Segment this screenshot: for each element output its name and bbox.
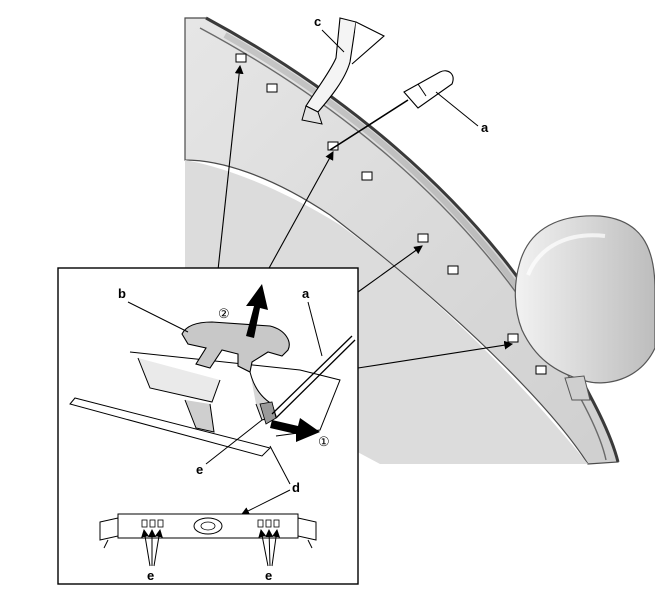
arrow-step-1 [270,418,320,442]
label-a-main: a [481,120,489,135]
screwdriver [329,70,454,151]
label-b: b [118,286,126,301]
label-c: c [314,14,321,29]
label-a-inset: a [302,286,310,301]
leader-lines [217,64,514,369]
clip-b [181,321,290,373]
main-callouts: c a [314,14,489,135]
label-step-2: ② [218,306,230,321]
label-step-1: ① [318,434,330,449]
label-e-inset: e [196,462,203,477]
edge-clips [235,53,547,375]
e-callouts-bottom: e e [141,529,280,583]
label-e-left: e [147,568,154,583]
label-e-right: e [265,568,272,583]
trim-tool [301,17,385,125]
label-d: d [292,480,300,495]
arrow-step-2 [246,284,268,338]
rear-view-mirror [514,215,655,401]
detail-inset: b a ② ① e d [57,267,359,585]
